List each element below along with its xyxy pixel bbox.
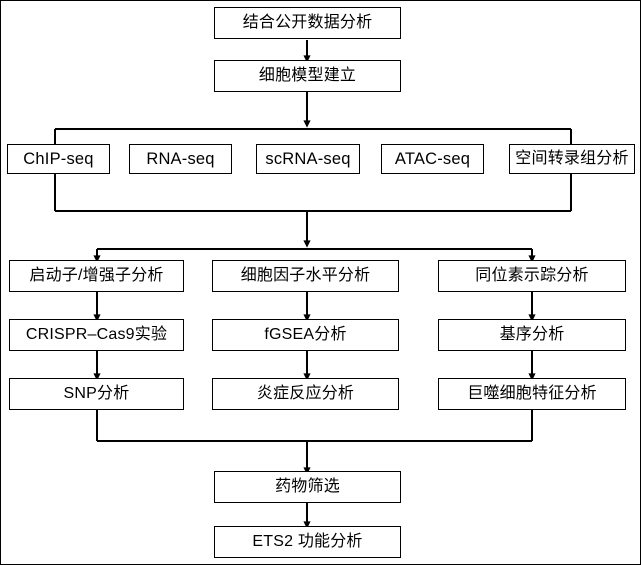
node-label: 药物筛选 bbox=[275, 478, 340, 495]
node-label: 细胞因子水平分析 bbox=[240, 267, 371, 284]
node-label: ETS2 功能分析 bbox=[252, 533, 363, 550]
node-label: 基序分析 bbox=[499, 326, 565, 343]
node-label: CRISPR–Cas9实验 bbox=[25, 326, 168, 343]
node-label: 炎症反应分析 bbox=[256, 385, 355, 402]
node-cytokine-level-analysis[interactable]: 细胞因子水平分析 bbox=[212, 260, 399, 292]
node-ets2-functional-analysis[interactable]: ETS2 功能分析 bbox=[214, 526, 401, 558]
node-label: RNA-seq bbox=[146, 149, 215, 168]
node-crispr-cas9-experiment[interactable]: CRISPR–Cas9实验 bbox=[9, 319, 184, 351]
node-rna-seq[interactable]: RNA-seq bbox=[129, 144, 232, 174]
node-snp-analysis[interactable]: SNP分析 bbox=[9, 378, 184, 410]
node-label: 结合公开数据分析 bbox=[242, 14, 373, 31]
node-drug-screening[interactable]: 药物筛选 bbox=[214, 471, 401, 503]
node-cell-model-construction[interactable]: 细胞模型建立 bbox=[214, 60, 401, 92]
node-atac-seq[interactable]: ATAC-seq bbox=[381, 144, 484, 174]
node-label: 巨噬细胞特征分析 bbox=[467, 385, 597, 402]
node-chip-seq[interactable]: ChIP-seq bbox=[7, 144, 110, 174]
node-spatial-transcriptomics[interactable]: 空间转录组分析 bbox=[509, 144, 635, 174]
node-fgsea-analysis[interactable]: fGSEA分析 bbox=[212, 319, 399, 351]
node-label: 启动子/增强子分析 bbox=[29, 267, 164, 284]
node-label: 同位素示踪分析 bbox=[475, 267, 589, 284]
node-label: ATAC-seq bbox=[394, 149, 471, 168]
node-label: ChIP-seq bbox=[23, 149, 94, 168]
node-macrophage-signature-analysis[interactable]: 巨噬细胞特征分析 bbox=[438, 378, 626, 410]
node-label: 细胞模型建立 bbox=[258, 67, 357, 84]
node-label: scRNA-seq bbox=[265, 149, 351, 168]
node-scrna-seq[interactable]: scRNA-seq bbox=[256, 144, 360, 174]
node-label: 空间转录组分析 bbox=[515, 150, 629, 167]
node-motif-analysis[interactable]: 基序分析 bbox=[438, 319, 626, 351]
node-public-data-analysis[interactable]: 结合公开数据分析 bbox=[214, 7, 401, 39]
node-isotope-tracing-analysis[interactable]: 同位素示踪分析 bbox=[438, 260, 626, 292]
node-label: fGSEA分析 bbox=[264, 326, 347, 343]
node-label: SNP分析 bbox=[63, 385, 130, 402]
node-inflammatory-response-analysis[interactable]: 炎症反应分析 bbox=[212, 378, 399, 410]
node-promoter-enhancer-analysis[interactable]: 启动子/增强子分析 bbox=[9, 260, 184, 292]
